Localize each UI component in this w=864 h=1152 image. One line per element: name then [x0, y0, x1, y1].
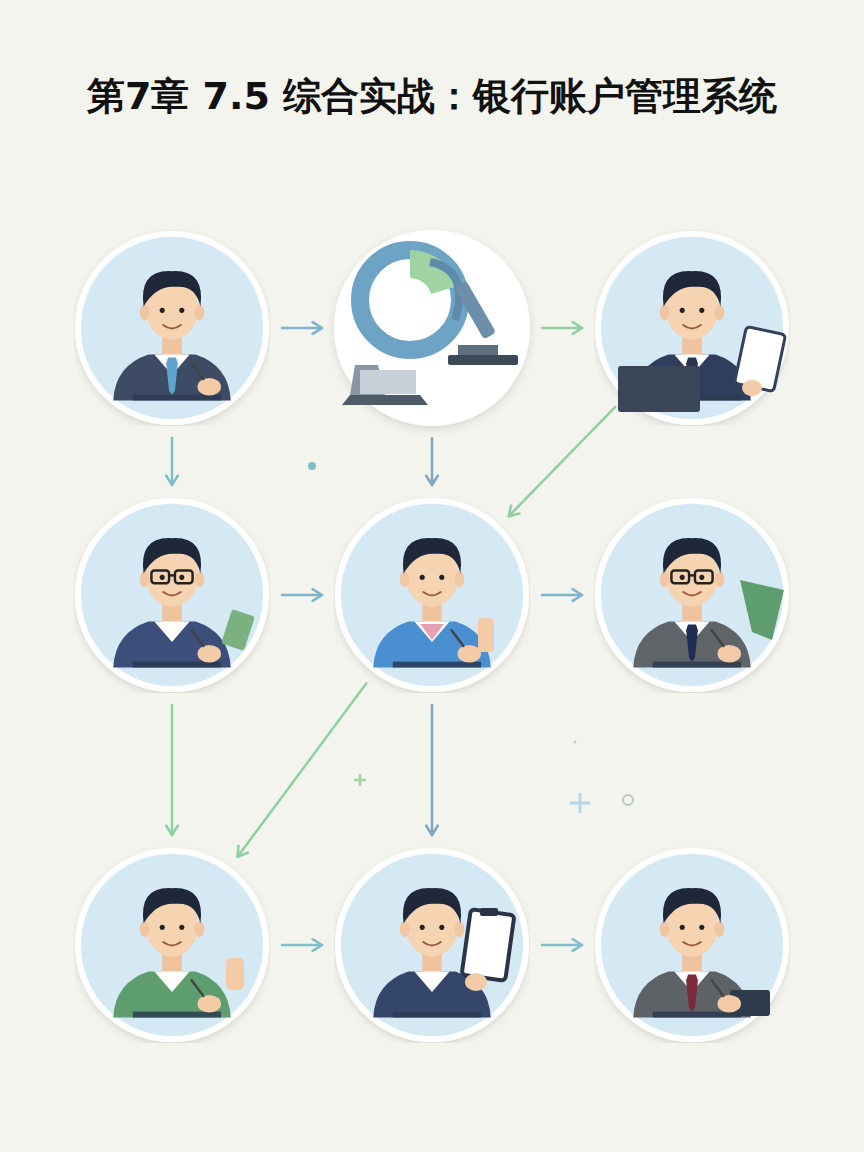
illustration-circle [594, 230, 790, 426]
illustration-circle [74, 497, 270, 693]
illustration-circle [594, 847, 790, 1043]
arrow-connector [171, 438, 174, 485]
arrow-connector [238, 683, 367, 856]
arrow-connector [542, 594, 582, 597]
arrow-connector [431, 705, 434, 835]
arrow-connector [282, 594, 322, 597]
title: 第7章 7.5 综合实战：银行账户管理系统 [10, 72, 854, 121]
illustration-circle [334, 847, 530, 1043]
arrow-connector [282, 327, 322, 330]
illustration-circle [594, 497, 790, 693]
arrow-connector [282, 944, 322, 947]
arrow-connector [542, 327, 582, 330]
arrow-connector [431, 438, 434, 485]
illustration-circle [74, 230, 270, 426]
arrow-connector [509, 407, 616, 516]
arrow-connector [171, 705, 174, 835]
arrow-connector [542, 944, 582, 947]
illustration-circle [334, 230, 530, 426]
illustration-circle [334, 497, 530, 693]
illustration-circle [74, 847, 270, 1043]
